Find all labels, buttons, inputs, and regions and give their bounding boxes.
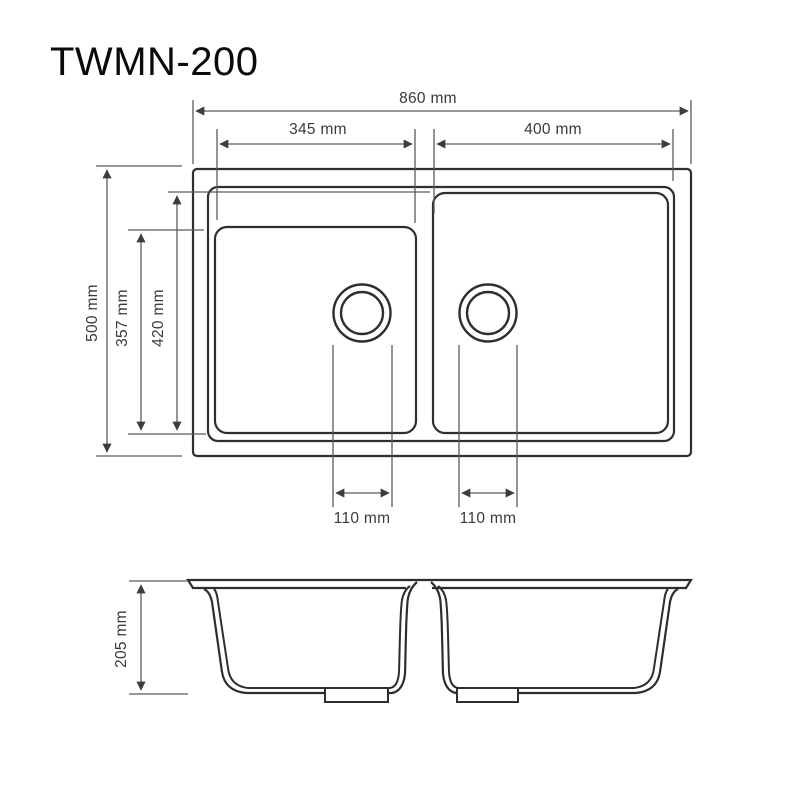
left-bowl-outer-wall xyxy=(203,581,418,695)
dim-overall-depth-label: 500 mm xyxy=(84,284,101,342)
model-number-title: TWMN-200 xyxy=(50,40,259,84)
dim-left-drain xyxy=(332,345,393,507)
left-drain-outer-circle xyxy=(332,283,392,343)
dim-overall-width-label: 860 mm xyxy=(399,90,457,107)
dim-left-bowl-length-label: 357 mm xyxy=(114,289,131,347)
dim-right-bowl-width xyxy=(433,129,674,214)
side-rim-bar xyxy=(186,578,693,590)
dimension-labels: 860 mm 345 mm 400 mm 500 mm 357 mm 420 m… xyxy=(84,90,582,668)
top-view-dimensions xyxy=(96,100,692,507)
dim-right-bowl-length-label: 420 mm xyxy=(150,289,167,347)
dim-left-drain-label: 110 mm xyxy=(334,510,391,527)
dim-bowl-height xyxy=(129,580,188,695)
side-view-dimensions xyxy=(129,580,188,695)
right-bowl-top xyxy=(431,191,670,435)
side-view xyxy=(186,578,693,703)
right-bowl-inner-wall xyxy=(437,585,669,689)
dim-right-bowl-width-label: 400 mm xyxy=(524,121,582,138)
dim-right-bowl-length xyxy=(168,191,430,431)
left-drain-boss xyxy=(324,687,389,703)
right-bowl-outer-wall xyxy=(430,581,679,695)
right-drain-outer-circle xyxy=(458,283,518,343)
dim-left-bowl-width-label: 345 mm xyxy=(289,121,347,138)
right-drain-inner-circle xyxy=(465,290,511,336)
right-drain-boss xyxy=(456,687,519,703)
dim-left-bowl-length xyxy=(128,229,206,435)
left-drain-inner-circle xyxy=(339,290,385,336)
dim-right-drain-label: 110 mm xyxy=(460,510,517,527)
left-bowl-inner-wall xyxy=(213,585,411,689)
top-view xyxy=(191,167,693,458)
dim-overall-width xyxy=(192,100,692,164)
sink-inner-rim xyxy=(206,185,676,443)
dim-bowl-height-label: 205 mm xyxy=(113,610,130,668)
dim-left-bowl-width xyxy=(216,129,416,223)
dim-overall-depth xyxy=(96,165,182,457)
rim-center-gap-mask xyxy=(406,581,432,590)
sink-outer-rim xyxy=(191,167,693,458)
dim-right-drain xyxy=(458,345,518,507)
left-bowl-top xyxy=(213,225,418,435)
